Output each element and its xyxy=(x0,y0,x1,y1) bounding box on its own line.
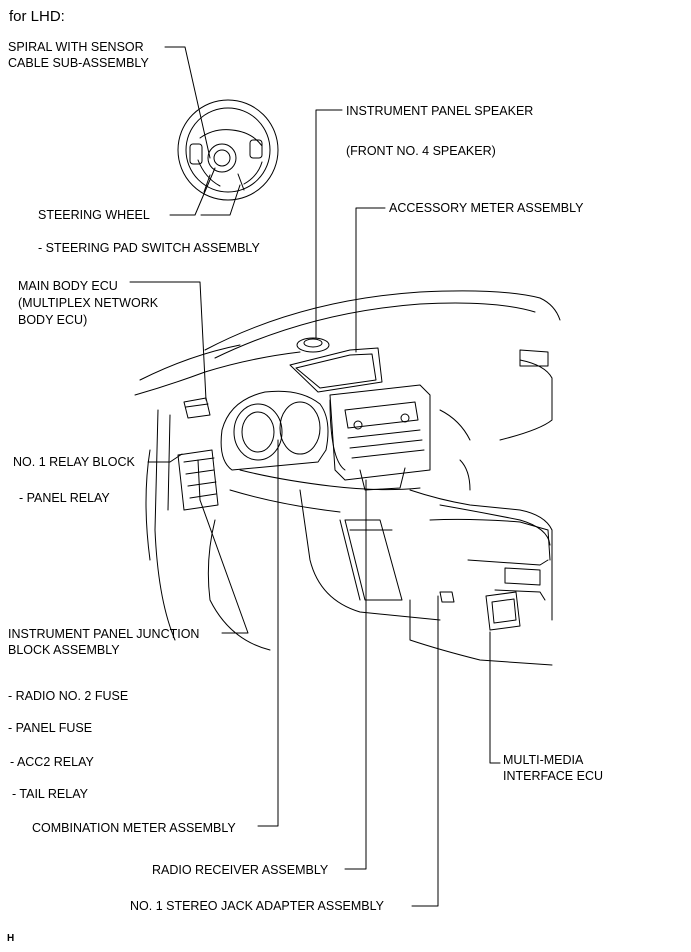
label-spiral-cable-line1: SPIRAL WITH SENSOR xyxy=(8,40,144,54)
display-drawing xyxy=(289,347,383,393)
combination-meter-drawing xyxy=(220,390,329,471)
steering-wheel-drawing xyxy=(177,99,279,201)
label-radio-receiver: RADIO RECEIVER ASSEMBLY xyxy=(152,863,329,877)
label-steering-wheel: STEERING WHEEL xyxy=(38,208,150,222)
label-stereo-jack-adapter: NO. 1 STEREO JACK ADAPTER ASSEMBLY xyxy=(130,899,385,913)
label-panel-relay: - PANEL RELAY xyxy=(19,491,110,505)
mm-ecu-drawing xyxy=(485,591,521,631)
label-combination-meter: COMBINATION METER ASSEMBLY xyxy=(32,821,236,835)
label-front-no4-speaker: (FRONT NO. 4 SPEAKER) xyxy=(346,144,496,158)
label-ip-speaker: INSTRUMENT PANEL SPEAKER xyxy=(346,104,534,118)
label-main-body-ecu-line2: (MULTIPLEX NETWORK xyxy=(18,296,159,310)
label-steering-pad-switch: - STEERING PAD SWITCH ASSEMBLY xyxy=(38,241,260,255)
figure-code: H xyxy=(7,933,15,944)
label-ip-junction-line1: INSTRUMENT PANEL JUNCTION xyxy=(8,627,200,641)
label-mm-ecu-line2: INTERFACE ECU xyxy=(503,769,604,783)
label-accessory-meter: ACCESSORY METER ASSEMBLY xyxy=(389,201,584,215)
label-tail-relay: - TAIL RELAY xyxy=(12,787,88,801)
label-mm-ecu-line1: MULTI-MEDIA xyxy=(503,753,584,767)
label-main-body-ecu-line3: BODY ECU) xyxy=(18,313,88,327)
label-panel-fuse: - PANEL FUSE xyxy=(8,721,93,735)
stereo-jack-drawing xyxy=(439,591,455,603)
relay-block-drawing xyxy=(177,397,219,511)
label-main-body-ecu-line1: MAIN BODY ECU xyxy=(18,279,118,293)
page-header: for LHD: xyxy=(9,8,65,25)
label-ip-junction-line2: BLOCK ASSEMBLY xyxy=(8,643,120,657)
dashboard-outline xyxy=(134,290,561,666)
label-acc2-relay: - ACC2 RELAY xyxy=(10,755,94,769)
leader-lines xyxy=(129,46,501,907)
label-spiral-cable-line2: CABLE SUB-ASSEMBLY xyxy=(8,56,149,70)
speaker-drawing xyxy=(296,337,330,353)
label-radio-no2-fuse: - RADIO NO. 2 FUSE xyxy=(8,689,129,703)
center-stack-drawing xyxy=(329,384,431,491)
label-no1-relay-block: NO. 1 RELAY BLOCK xyxy=(13,455,135,469)
